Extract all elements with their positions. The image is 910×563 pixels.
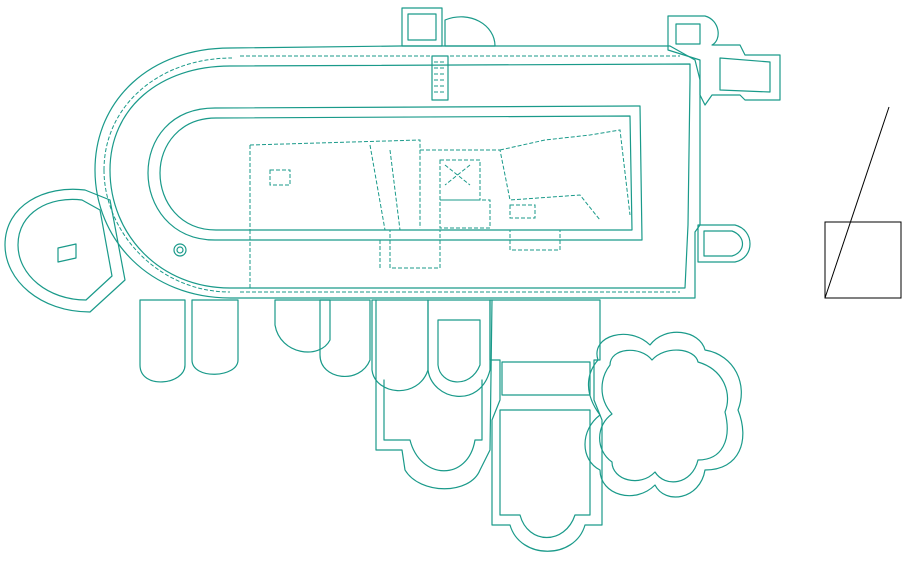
basilica-narthex bbox=[501, 361, 591, 396]
south-room-1 bbox=[139, 299, 186, 383]
south-room-2 bbox=[191, 299, 239, 375]
south-corridor bbox=[375, 299, 493, 490]
south-corridor-inner bbox=[383, 379, 483, 472]
west-apse-altar bbox=[57, 243, 77, 263]
stair-passage bbox=[431, 55, 449, 101]
northeast-annex-inner bbox=[675, 23, 771, 93]
east-apse bbox=[697, 224, 751, 263]
west-apse bbox=[4, 188, 126, 313]
stair-steps bbox=[434, 61, 446, 93]
east-apse-inner bbox=[703, 230, 744, 257]
south-room-4 bbox=[319, 299, 371, 377]
outer-corridor-outer-wall bbox=[94, 45, 701, 299]
north-tower bbox=[401, 7, 443, 47]
round-feature-inner bbox=[176, 246, 184, 254]
north-apse bbox=[444, 16, 496, 47]
inner-hall-outer-wall bbox=[147, 105, 643, 241]
south-room-3 bbox=[274, 299, 331, 353]
south-room-5 bbox=[371, 299, 429, 392]
rotunda bbox=[584, 331, 744, 498]
key-plan-section-line bbox=[824, 106, 890, 299]
northeast-annex bbox=[667, 15, 781, 106]
basilica bbox=[489, 299, 603, 552]
basilica-inner bbox=[499, 409, 591, 539]
outer-corridor-cells bbox=[103, 55, 680, 293]
inner-hall-inner-wall bbox=[159, 115, 633, 231]
south-room-6 bbox=[427, 299, 491, 397]
interior-rooms bbox=[249, 129, 631, 290]
outer-corridor-inner-wall bbox=[109, 63, 691, 289]
rotunda-inner bbox=[599, 349, 729, 483]
south-room-6-inner bbox=[437, 319, 481, 383]
key-plan-frame bbox=[824, 221, 902, 299]
west-apse-inner bbox=[17, 198, 113, 301]
round-feature bbox=[173, 243, 187, 257]
